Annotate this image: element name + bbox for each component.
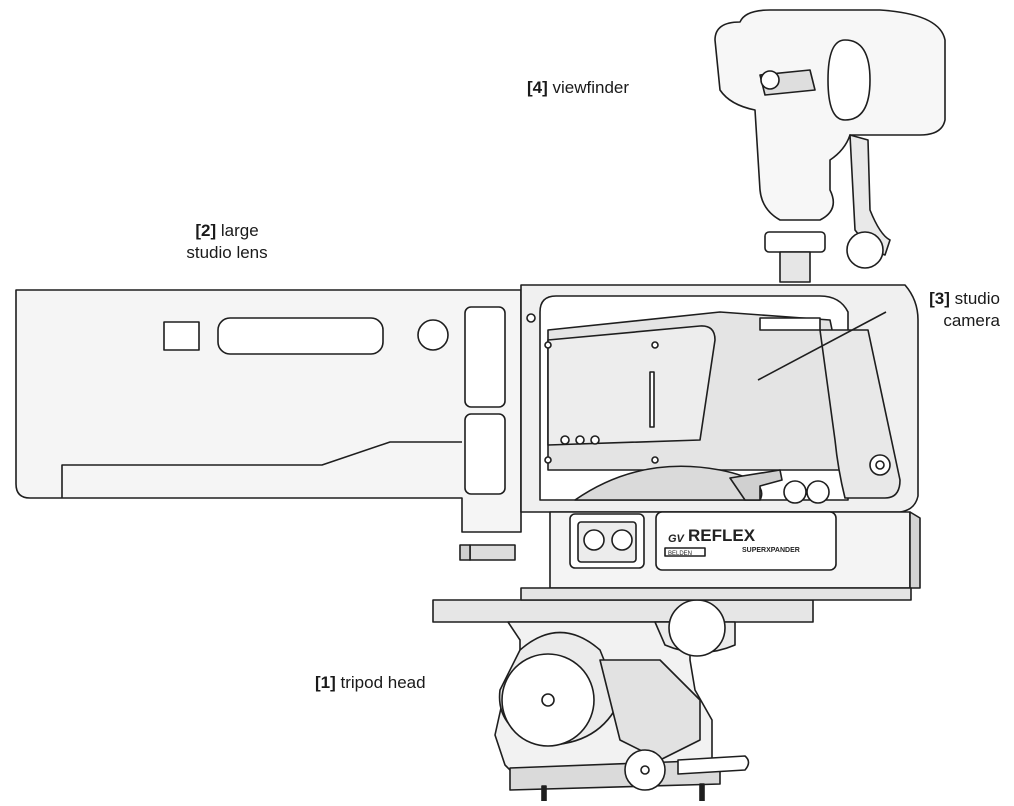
gv-logo-sub: BELDEN [668, 551, 692, 557]
gv-logo-mark: GV [668, 533, 686, 545]
label-viewfinder: [4] viewfinder [527, 77, 629, 99]
camera-branding: REFLEX SUPERXPANDER GV BELDEN [668, 526, 800, 557]
label-tripod: [1] tripod head [315, 672, 426, 694]
label-lens: [2] large studio lens [157, 220, 297, 264]
label-camera: [3] studio camera [880, 288, 1000, 332]
label-tripod-text: tripod head [335, 673, 426, 692]
label-camera-line2: camera [943, 311, 1000, 330]
label-camera-num: [3] [929, 289, 950, 308]
label-lens-line1: large [216, 221, 259, 240]
label-lens-num: [2] [195, 221, 217, 240]
studio-camera [520, 284, 921, 601]
tripod-head [432, 599, 814, 802]
camera-leader-line [757, 311, 887, 381]
label-camera-line1: studio [949, 289, 1000, 308]
label-lens-line2: studio lens [186, 243, 268, 262]
label-viewfinder-num: [4] [527, 78, 548, 97]
label-viewfinder-text: viewfinder [547, 78, 630, 97]
label-tripod-num: [1] [315, 673, 336, 692]
product-sub: SUPERXPANDER [742, 547, 800, 554]
viewfinder [714, 9, 946, 283]
studio-lens [15, 289, 522, 561]
product-name: REFLEX [688, 526, 756, 545]
